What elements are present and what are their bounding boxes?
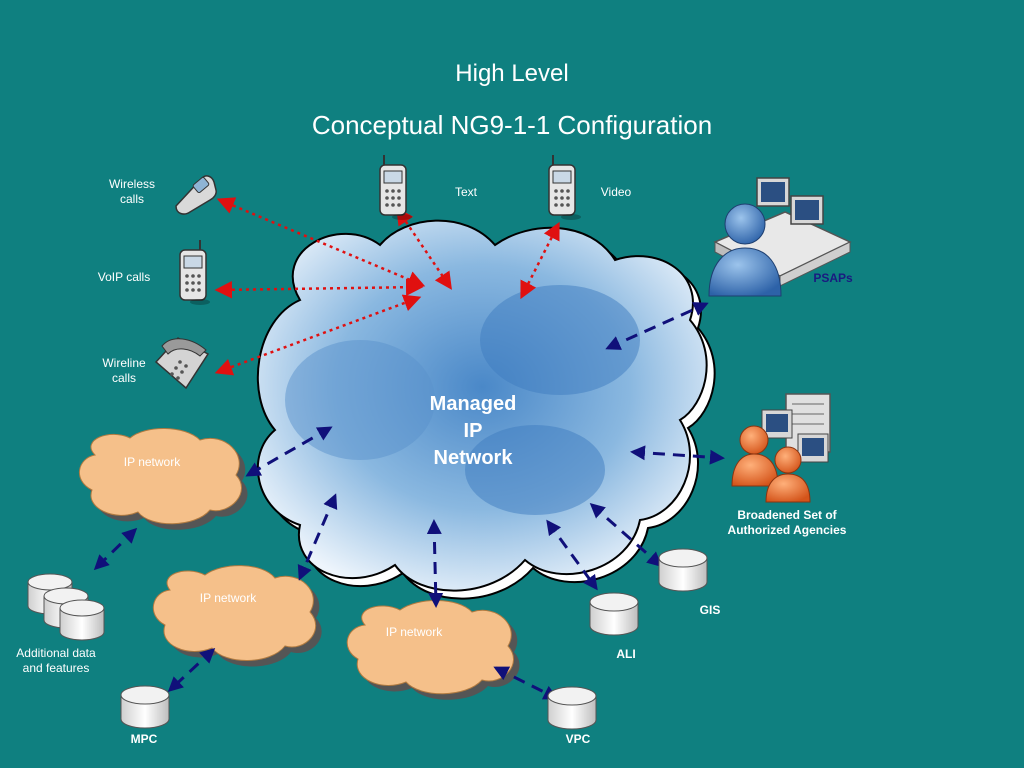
gis-database-icon	[658, 548, 708, 592]
ip-network-cloud-2	[152, 565, 322, 667]
vpc-database-icon	[547, 686, 597, 730]
mpc-label: MPC	[130, 732, 158, 746]
agencies-label-line2: Authorized Agencies	[727, 523, 847, 537]
agencies-link	[630, 445, 725, 465]
managed-label-line1: Managed	[429, 393, 517, 415]
page-title-line1: High Level	[455, 60, 569, 87]
managed-label-line2: IP	[463, 420, 483, 442]
voip-call-link	[214, 278, 424, 299]
ip-network-label-2: IP network	[199, 591, 257, 605]
additional-data-database-icon	[27, 573, 105, 641]
ip-network-label-3: IP network	[385, 625, 443, 639]
cell-phone-icon	[175, 175, 217, 215]
mpc-link	[167, 647, 216, 693]
wireline-label-line1: Wireline	[102, 356, 146, 370]
wireless-calls-label: Wireless calls	[92, 177, 172, 207]
vpc-net-link	[426, 519, 444, 608]
gis-label: GIS	[699, 603, 721, 617]
managed-ip-network-label: Managed IP Network	[400, 391, 546, 472]
video-phone-icon	[548, 155, 581, 220]
wireless-label-line2: calls	[119, 192, 144, 206]
wireless-label-line1: Wireless	[108, 177, 155, 191]
vpc-link	[493, 666, 559, 700]
ip-network-label-1: IP network	[123, 455, 181, 469]
desk-phone-icon	[154, 337, 210, 390]
ali-label: ALI	[616, 647, 636, 661]
text-label: Text	[454, 185, 477, 199]
agencies-icon	[731, 393, 831, 503]
psap-link	[605, 302, 709, 350]
additional-label-line1: Additional data	[16, 646, 96, 660]
managed-label-line3: Network	[433, 447, 513, 469]
mpc-database-icon	[120, 685, 170, 729]
wireline-call-link	[214, 294, 422, 376]
agencies-label: Broadened Set of Authorized Agencies	[712, 508, 862, 538]
psap-workstation-icon	[708, 177, 852, 297]
psaps-label: PSAPs	[813, 271, 853, 285]
voip-phone-icon	[179, 240, 210, 305]
wireline-calls-label: Wireline calls	[84, 356, 164, 386]
ip-network-cloud-1	[79, 428, 248, 530]
ip-network-cloud-3	[346, 600, 520, 700]
vpc-label: VPC	[565, 732, 591, 746]
wireline-label-line2: calls	[111, 371, 136, 385]
data-links	[93, 302, 725, 700]
additional-data-label: Additional data and features	[4, 646, 108, 676]
voip-calls-label: VoIP calls	[97, 270, 151, 284]
agencies-label-line1: Broadened Set of	[737, 508, 837, 522]
wireless-call-link	[216, 197, 426, 288]
ali-database-icon	[589, 592, 639, 636]
mpc-net-link	[297, 493, 338, 581]
text-phone-icon	[379, 155, 412, 220]
additional-label-line2: and features	[22, 661, 90, 675]
text-link	[396, 207, 452, 290]
page-title-line2: Conceptual NG9-1-1 Configuration	[311, 110, 713, 140]
additional-data-link	[93, 527, 138, 571]
ali-link	[546, 519, 598, 591]
call-links	[214, 197, 560, 376]
gis-link	[589, 503, 663, 567]
video-label: Video	[600, 185, 632, 199]
ip-network-1-link	[245, 426, 333, 477]
